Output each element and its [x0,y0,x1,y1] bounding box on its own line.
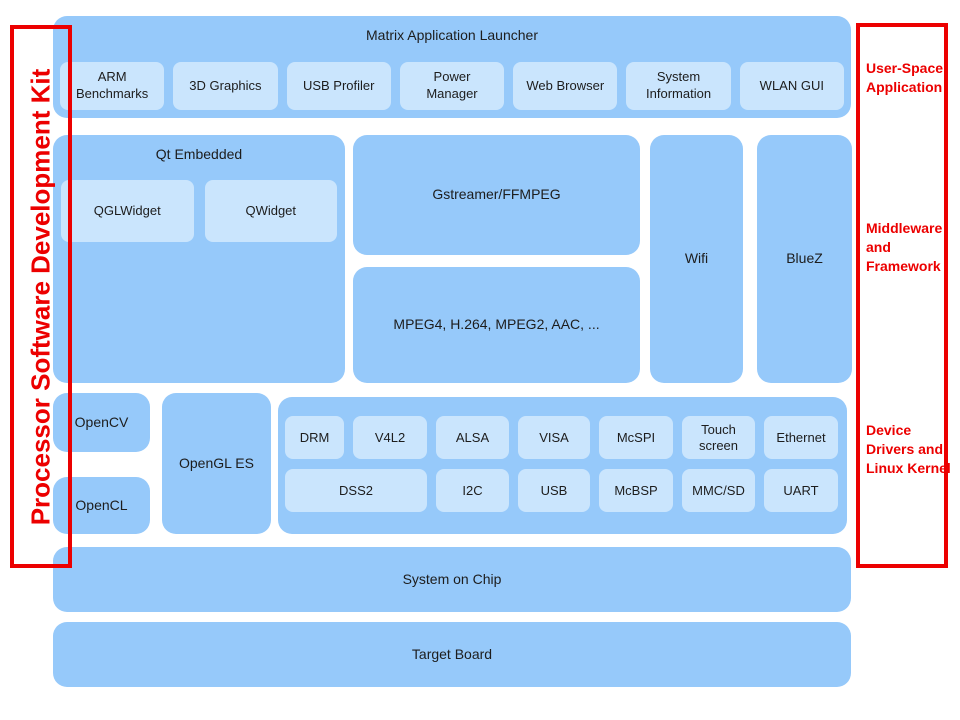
layer-label-line: Middleware [866,220,943,236]
layer-label-line: Framework [866,258,941,274]
drv-chip-dss2: DSS2 [285,469,427,512]
drv-chip-uart: UART [764,469,838,512]
matrix-launcher-title: Matrix Application Launcher [366,27,538,43]
layer-label-line: Drivers and [866,441,944,457]
bluez-box: BlueZ [757,135,852,383]
app-chip-arm-benchmarks: ARM Benchmarks [60,62,165,110]
wifi-box: Wifi [650,135,743,383]
app-chip-wlan-gui: WLAN GUI [739,62,844,110]
drv-chip-usb: USB [518,469,590,512]
launcher-app-row: ARM Benchmarks 3D Graphics USB Profiler … [60,62,844,110]
app-chip-web-browser: Web Browser [513,62,618,110]
codecs-box: MPEG4, H.264, MPEG2, AAC, ... [353,267,640,383]
layer-label-line: and [866,239,891,255]
system-on-chip-box: System on Chip [53,547,851,612]
app-chip-3d-graphics: 3D Graphics [173,62,278,110]
target-board-box: Target Board [53,622,851,687]
gstreamer-box: Gstreamer/FFMPEG [353,135,640,255]
drv-chip-drm: DRM [285,416,344,459]
driver-grid: DRM V4L2 ALSA VISA McSPI Touch screen Et… [285,416,838,512]
sdk-vertical-label: Processor Software Development Kit [25,68,56,525]
layer-label-line: Application [866,79,943,95]
drv-chip-ethernet: Ethernet [764,416,838,459]
drv-chip-i2c: I2C [436,469,509,512]
chip-qglwidget: QGLWidget [61,180,194,242]
drv-chip-alsa: ALSA [436,416,509,459]
app-chip-power-manager: Power Manager [399,62,505,110]
kernel-drivers-box: DRM V4L2 ALSA VISA McSPI Touch screen Et… [278,397,847,534]
layer-labels-frame: User-Space Application Middleware and Fr… [856,23,951,568]
app-chip-system-information: System Information [626,62,731,110]
drv-chip-mcbsp: McBSP [599,469,673,512]
qt-embedded-box: Qt Embedded QGLWidget QWidget [53,135,345,383]
drv-chip-mcspi: McSPI [599,416,673,459]
layer-label-line: Device [866,422,912,438]
layer-label-user-space: User-Space Application [866,59,943,97]
layer-label-line: User-Space [866,60,944,76]
opengl-es-box: OpenGL ES [162,393,271,534]
layer-label-middleware: Middleware and Framework [866,219,942,276]
drv-chip-v4l2: V4L2 [353,416,427,459]
layer-label-drivers-kernel: Device Drivers and Linux Kernel [866,421,951,478]
layer-label-line: Linux Kernel [866,460,951,476]
qt-widget-row: QGLWidget QWidget [61,180,337,242]
drv-chip-visa: VISA [518,416,590,459]
chip-qwidget: QWidget [204,180,337,242]
app-chip-usb-profiler: USB Profiler [286,62,391,110]
qt-embedded-title: Qt Embedded [155,146,243,162]
drv-chip-touch-screen: Touch screen [682,416,755,459]
matrix-launcher-box: Matrix Application Launcher ARM Benchmar… [53,16,851,118]
sdk-frame: Processor Software Development Kit [10,25,72,568]
drv-chip-mmc-sd: MMC/SD [682,469,755,512]
